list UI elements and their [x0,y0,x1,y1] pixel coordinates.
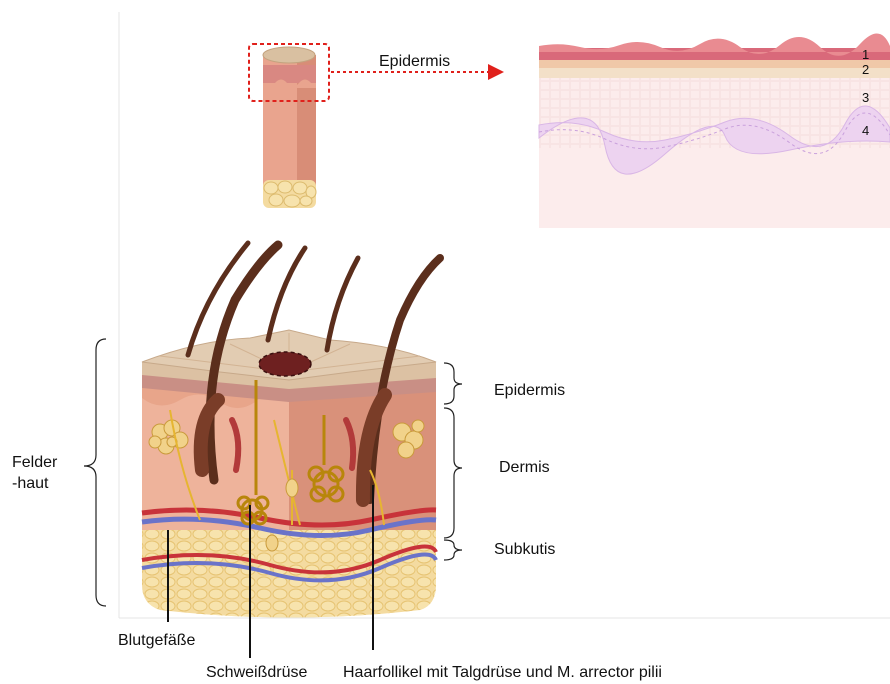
skin-cylinder [263,47,316,208]
layer-brackets [444,363,462,560]
label-haarfollikel: Haarfollikel mit Talgdrüse und M. arrect… [343,664,662,682]
label-layer-2: 2 [862,63,869,77]
label-felderhaut-line2: -haut [12,473,57,494]
label-felderhaut-line1: Felder [12,452,57,473]
label-subkutis: Subkutis [494,541,555,559]
label-dermis: Dermis [499,459,550,477]
label-epidermis-top: Epidermis [379,53,450,71]
skin-block [142,243,440,618]
label-blutgefaesse: Blutgefäße [118,632,195,650]
label-layer-1: 1 [862,48,869,62]
label-schweissdruese: Schweißdrüse [206,664,307,682]
label-epidermis: Epidermis [494,382,565,400]
label-layer-4: 4 [862,124,869,138]
label-felderhaut: Felder -haut [12,452,57,494]
label-layer-3: 3 [862,91,869,105]
epidermis-zoom-panel [539,33,890,228]
felderhaut-bracket [84,339,106,606]
